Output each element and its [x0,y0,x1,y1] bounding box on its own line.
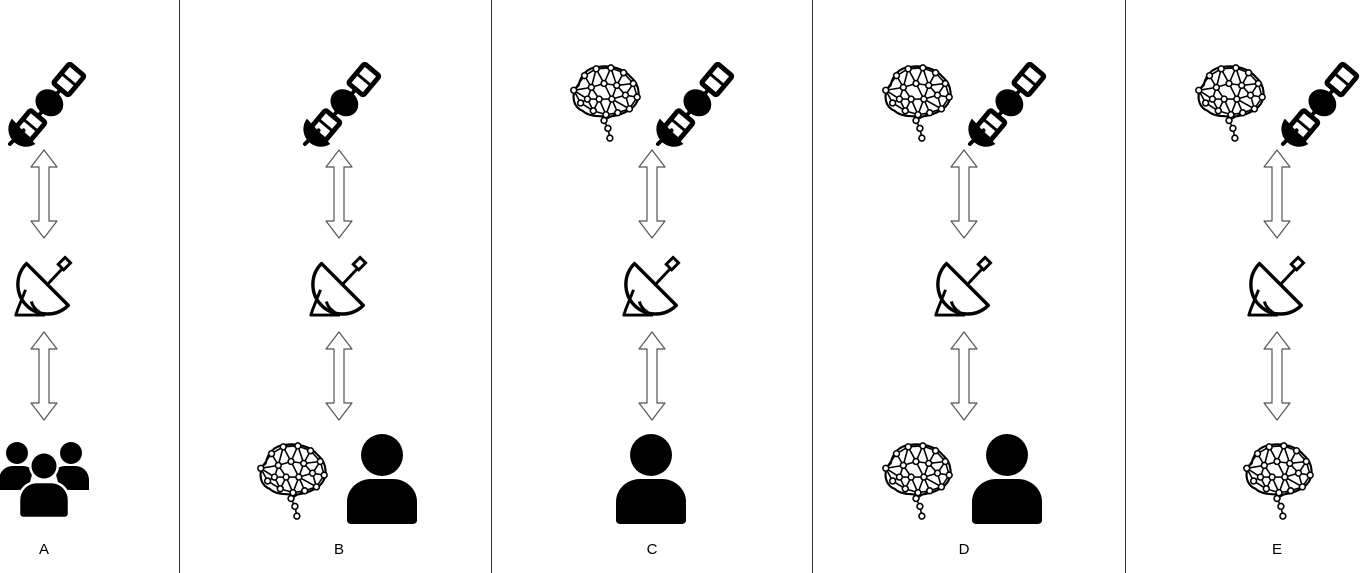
panel-divider [179,0,180,573]
panel-label-a: A [38,541,49,558]
neural-network-brain-icon [1191,62,1269,142]
double-arrow-icon [1262,330,1292,422]
double-arrow-icon [29,148,59,240]
user-icon [970,432,1044,524]
satellite-dish-icon [10,248,78,320]
double-arrow-icon [637,148,667,240]
panel-divider [491,0,492,573]
satellite-icon [654,58,742,147]
satellite-icon [1279,58,1366,147]
double-arrow-icon [949,148,979,240]
neural-network-brain-icon [1239,440,1317,520]
panel-divider [812,0,813,573]
user-group-icon [0,438,89,520]
double-arrow-icon [324,148,354,240]
neural-network-brain-icon [253,440,331,520]
satellite-dish-icon [305,248,373,320]
panel-divider [1125,0,1126,573]
double-arrow-icon [29,330,59,422]
panel-label-b: B [333,541,344,558]
user-icon [345,432,419,524]
satellite-icon [301,58,389,147]
satellite-icon [6,58,94,147]
satellite-dish-icon [1243,248,1311,320]
neural-network-brain-icon [878,440,956,520]
satellite-dish-icon [930,248,998,320]
double-arrow-icon [324,330,354,422]
user-icon [614,432,688,524]
double-arrow-icon [637,330,667,422]
neural-network-brain-icon [878,62,956,142]
satellite-icon [966,58,1054,147]
neural-network-brain-icon [566,62,644,142]
double-arrow-icon [949,330,979,422]
panel-label-e: E [1271,541,1282,558]
satellite-dish-icon [618,248,686,320]
panel-label-c: C [646,541,658,558]
double-arrow-icon [1262,148,1292,240]
panel-label-d: D [958,541,970,558]
